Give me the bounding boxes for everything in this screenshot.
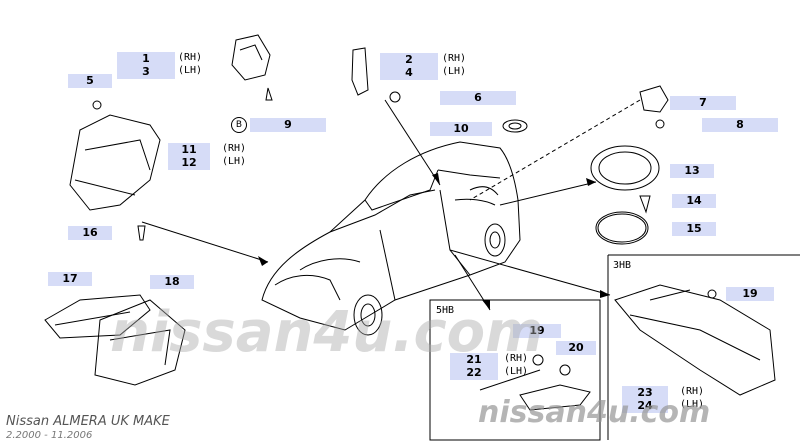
part-side-22: (LH) [504, 366, 529, 377]
part-callout-5[interactable]: 5 [68, 74, 112, 88]
part-callout-19-3hb[interactable]: 19 [726, 287, 774, 301]
watermark-bottom: nissan4u.com [478, 395, 711, 430]
part-callout-7[interactable]: 7 [670, 96, 736, 110]
footer-title: Nissan ALMERA UK MAKE [6, 414, 170, 429]
part-callout-13[interactable]: 13 [670, 164, 714, 178]
part-callout-11[interactable]: 11 [168, 143, 210, 157]
part-callout-22[interactable]: 22 [450, 366, 498, 380]
part-callout-20[interactable]: 20 [556, 341, 596, 355]
part-callout-12[interactable]: 12 [168, 156, 210, 170]
part-side-3: (LH) [178, 65, 203, 76]
part-callout-14[interactable]: 14 [672, 194, 716, 208]
reference-mark-b: B [231, 117, 247, 133]
variant-3hb-label: 3HB [613, 260, 632, 271]
part-side-1: (RH) [178, 52, 203, 63]
footer-dates: 2.2000 - 11.2006 [6, 430, 93, 441]
part-callout-3[interactable]: 3 [117, 65, 175, 79]
part-side-2: (RH) [442, 53, 467, 64]
part-callout-2[interactable]: 2 [380, 53, 438, 67]
part-callout-24[interactable]: 24 [622, 399, 668, 413]
part-callout-8[interactable]: 8 [702, 118, 778, 132]
part-callout-18[interactable]: 18 [150, 275, 194, 289]
part-callout-4[interactable]: 4 [380, 66, 438, 80]
part-callout-16[interactable]: 16 [68, 226, 112, 240]
part-callout-1[interactable]: 1 [117, 52, 175, 66]
variant-5hb-label: 5HB [436, 305, 455, 316]
part-side-21: (RH) [504, 353, 529, 364]
part-callout-23[interactable]: 23 [622, 386, 668, 400]
part-side-11: (RH) [222, 143, 247, 154]
part-callout-15[interactable]: 15 [672, 222, 716, 236]
watermark-center: nissan4u.com [110, 300, 544, 365]
part-callout-19-5hb[interactable]: 19 [513, 324, 561, 338]
part-callout-17[interactable]: 17 [48, 272, 92, 286]
part-callout-10[interactable]: 10 [430, 122, 492, 136]
part-callout-9[interactable]: 9 [250, 118, 326, 132]
part-side-24: (LH) [680, 399, 705, 410]
part-callout-6[interactable]: 6 [440, 91, 516, 105]
part-callout-21[interactable]: 21 [450, 353, 498, 367]
part-side-4: (LH) [442, 66, 467, 77]
part-side-12: (LH) [222, 156, 247, 167]
part-side-23: (RH) [680, 386, 705, 397]
